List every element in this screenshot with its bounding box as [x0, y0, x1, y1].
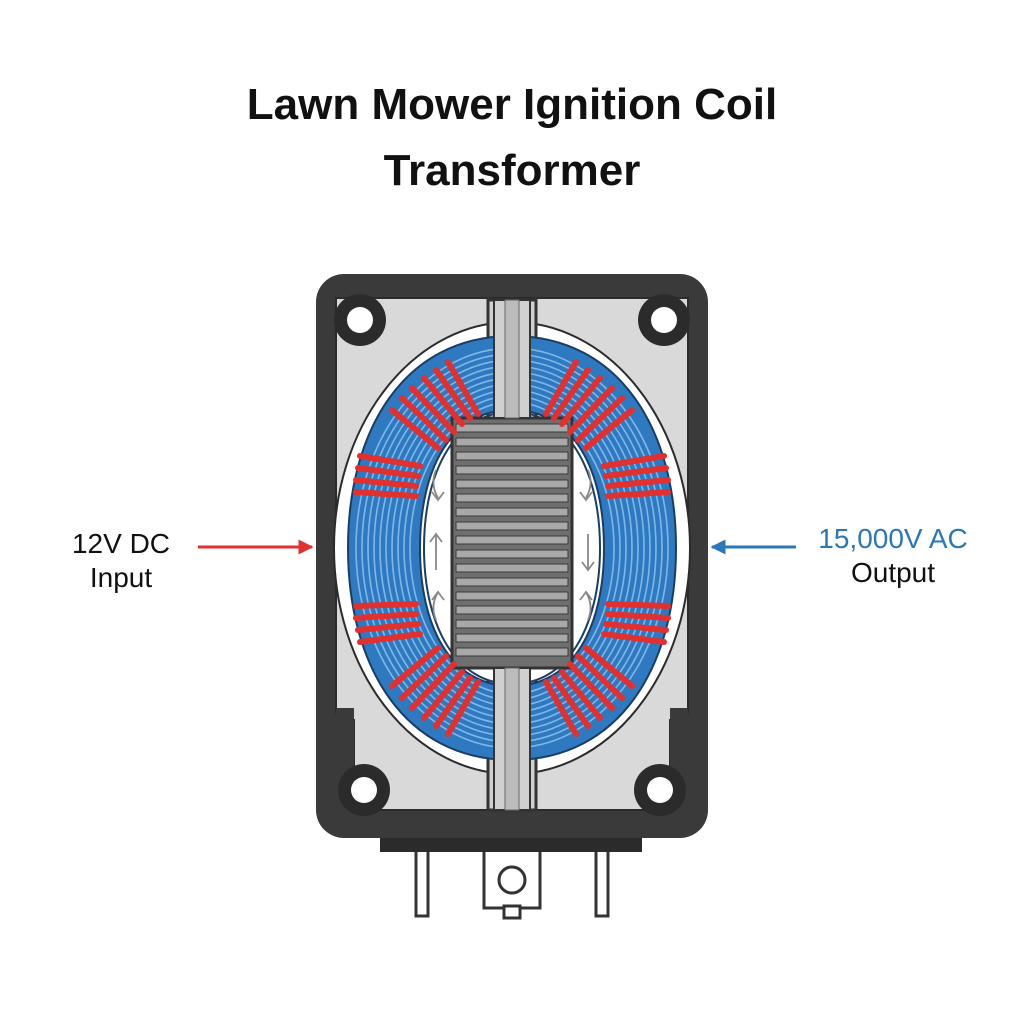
- mounting-holes: [334, 294, 690, 816]
- primary-winding: [353, 359, 671, 737]
- title-line-1: Lawn Mower Ignition Coil: [246, 80, 778, 129]
- input-voltage: 12V DC: [71, 528, 171, 559]
- output-caption: Output: [850, 557, 936, 588]
- core-bar-bottom-slot: [504, 667, 520, 811]
- flux-arrows: [429, 469, 595, 621]
- output-voltage: 15,000V AC: [818, 523, 968, 554]
- left-pin: [414, 844, 430, 918]
- terminal-pins: [414, 844, 610, 920]
- center-terminal-hole: [497, 865, 527, 895]
- input-caption: Input: [89, 562, 153, 593]
- laminated-core: [450, 416, 574, 670]
- output-label: 15,000V AC Output: [798, 522, 988, 590]
- input-label: 12V DC Input: [58, 527, 184, 595]
- diagram-title: Lawn Mower Ignition Coil Transformer: [0, 72, 1024, 204]
- title-line-2: Transformer: [383, 146, 641, 195]
- center-terminal-tip: [502, 904, 522, 920]
- right-pin: [594, 844, 610, 918]
- core-bar-top-slot: [504, 299, 520, 419]
